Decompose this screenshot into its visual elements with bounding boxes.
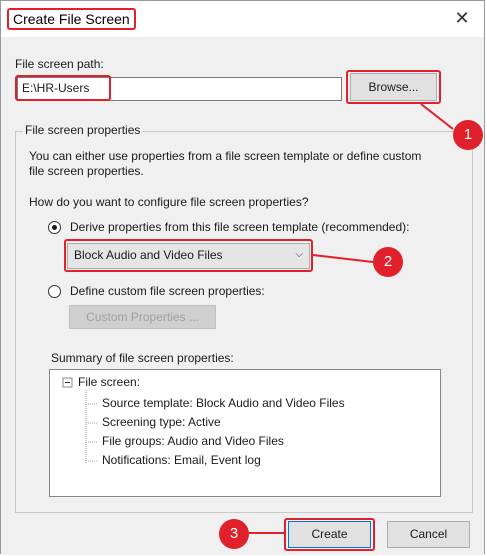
tree-item: File groups: Audio and Video Files: [102, 434, 284, 448]
file-screen-properties-title: File screen properties: [23, 123, 143, 137]
template-selected-value: Block Audio and Video Files: [74, 248, 223, 262]
file-screen-path-label: File screen path:: [15, 57, 104, 71]
file-screen-properties-group: [15, 131, 473, 513]
cancel-button[interactable]: Cancel: [387, 521, 470, 548]
properties-description-line2: file screen properties.: [29, 164, 144, 178]
create-button[interactable]: Create: [288, 521, 371, 548]
tree-lines: [62, 377, 98, 464]
tree-root: File screen:: [78, 375, 141, 389]
chevron-down-icon: ⌵: [295, 249, 303, 260]
radio-custom-properties-label[interactable]: Define custom file screen properties:: [70, 284, 265, 298]
title-bar: Create File Screen ✕: [1, 1, 484, 37]
template-select[interactable]: Block Audio and Video Files ⌵: [67, 243, 310, 269]
callout-badge-2: 2: [373, 247, 403, 277]
radio-custom-properties[interactable]: [48, 285, 61, 298]
custom-properties-button[interactable]: Custom Properties ...: [69, 305, 216, 329]
close-icon[interactable]: ✕: [454, 8, 470, 28]
configure-question: How do you want to configure file screen…: [29, 195, 309, 209]
dialog-title: Create File Screen: [7, 8, 136, 30]
file-screen-path-value: E:\HR-Users: [22, 81, 90, 95]
radio-derive-template[interactable]: [48, 221, 61, 234]
tree-item: Source template: Block Audio and Video F…: [102, 396, 345, 410]
tree-item: Notifications: Email, Event log: [102, 453, 261, 467]
dialog-body: File screen path: E:\HR-Users Browse... …: [1, 37, 484, 555]
callout-badge-3: 3: [219, 519, 249, 549]
file-screen-path-input[interactable]: E:\HR-Users: [17, 77, 342, 101]
browse-button[interactable]: Browse...: [350, 73, 437, 101]
tree-item: Screening type: Active: [102, 415, 221, 429]
callout-badge-1: 1: [453, 120, 483, 150]
radio-derive-template-label[interactable]: Derive properties from this file screen …: [70, 220, 410, 234]
properties-description-line1: You can either use properties from a fil…: [29, 149, 422, 163]
summary-label: Summary of file screen properties:: [51, 351, 234, 365]
summary-tree[interactable]: File screen: Source template: Block Audi…: [49, 369, 441, 497]
